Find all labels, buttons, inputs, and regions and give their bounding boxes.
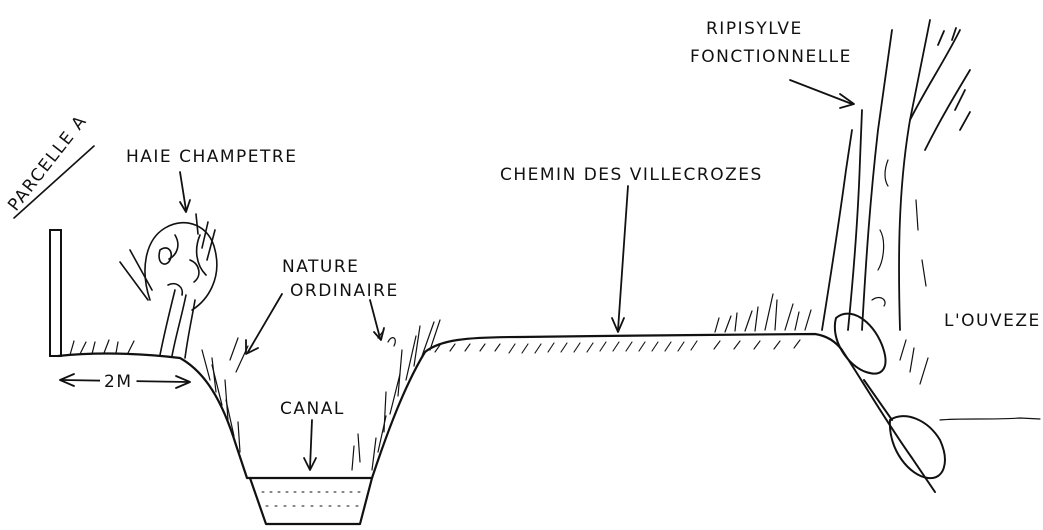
road-hatching — [434, 339, 801, 354]
label-haie-champetre: HAIE CHAMPETRE — [126, 147, 297, 167]
label-ripisylve-line2: FONCTIONNELLE — [690, 47, 852, 67]
canal — [248, 476, 374, 526]
label-distance-bg — [100, 372, 137, 392]
annotation-arrows — [59, 79, 855, 471]
riverbank-rocks — [833, 312, 946, 480]
label-canal: CANAL — [280, 399, 345, 419]
label-distance: 2M — [104, 372, 132, 392]
grass-riverside — [714, 293, 929, 385]
label-ripisylve-line1: RIPISYLVE — [706, 19, 803, 39]
label-ouveze: L'OUVEZE — [944, 311, 1041, 331]
label-parcelle: PARCELLE A — [4, 111, 91, 215]
river-water — [939, 417, 1041, 421]
hedge-shrub — [119, 213, 218, 359]
ground-profile — [56, 332, 936, 493]
label-nature-line2: ORDINAIRE — [290, 281, 399, 301]
label-chemin: CHEMIN DES VILLECROZES — [500, 165, 763, 185]
grass-right — [351, 319, 441, 471]
parcelle-underline — [13, 145, 95, 219]
parcel-post — [49, 229, 62, 357]
label-nature-line1: NATURE — [282, 257, 359, 277]
riparian-trees — [821, 19, 971, 331]
